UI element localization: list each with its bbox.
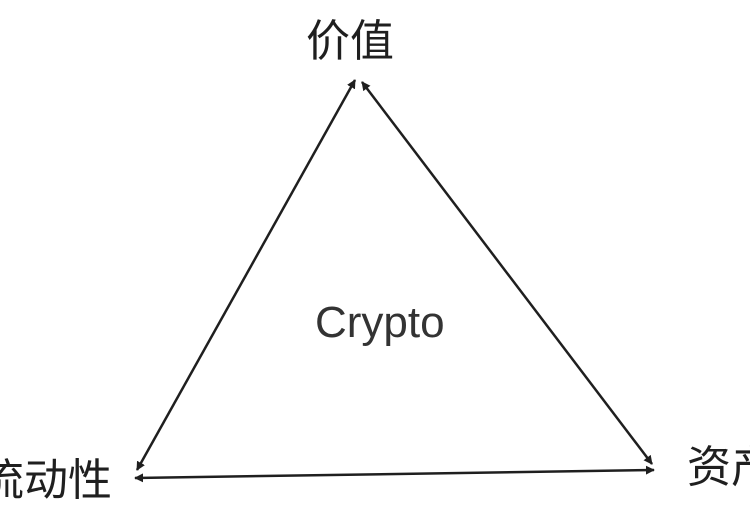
node-label-value: 价值 (306, 16, 394, 67)
edges-group (134, 79, 655, 483)
node-label-liquidity: 流动性 (0, 455, 112, 506)
node-label-asset: 资产 (687, 442, 750, 493)
edge-left-right (134, 465, 655, 483)
center-label: Crypto (315, 298, 445, 347)
edge-top-left (135, 79, 357, 471)
edge-top-right (361, 81, 653, 465)
